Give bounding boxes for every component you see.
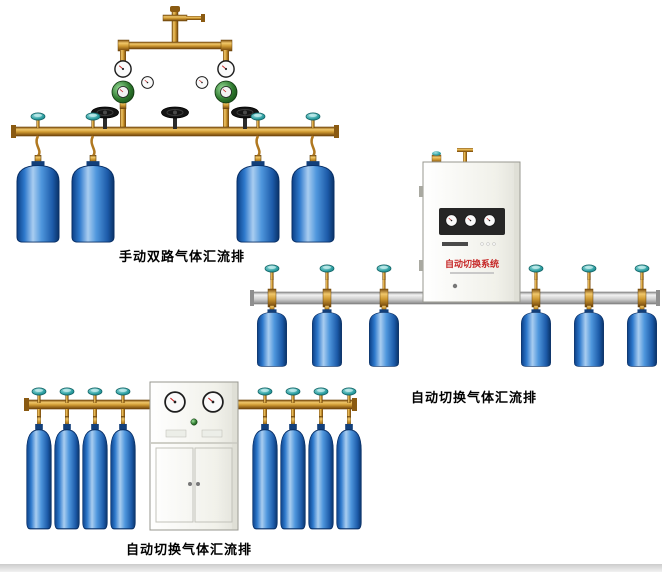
pressure-gauge	[114, 60, 132, 78]
cabinet-gauge	[483, 214, 496, 227]
gas-cylinder	[110, 416, 136, 530]
product-manual-dual-manifold	[10, 6, 340, 252]
cylinder-station	[257, 264, 287, 367]
gas-cylinder	[574, 305, 604, 367]
valve-cap	[264, 264, 280, 280]
pressure-regulator	[214, 80, 238, 110]
product-auto-switch-manifold	[18, 378, 363, 548]
door-knob	[196, 482, 200, 486]
control-cabinet	[149, 381, 239, 531]
header-pipe	[117, 39, 233, 52]
pressure-gauge-small	[141, 76, 154, 89]
label-plate	[201, 429, 223, 438]
cabinet-gauge	[164, 391, 186, 413]
valve-cap	[581, 264, 597, 280]
cabinet-door	[194, 447, 233, 523]
cylinder-station	[627, 264, 657, 367]
gas-cylinder	[627, 305, 657, 367]
cabinet-gauge	[445, 214, 458, 227]
door-knob	[188, 482, 192, 486]
gas-cylinder	[280, 416, 306, 530]
right-regulator-branch	[195, 50, 238, 128]
gas-cylinder	[54, 416, 80, 530]
valve-cap	[85, 112, 101, 128]
valve-handwheel	[161, 106, 189, 129]
cylinder-station	[369, 264, 399, 367]
gas-cylinder	[82, 416, 108, 530]
valve-cap	[634, 264, 650, 280]
valve-cap	[528, 264, 544, 280]
left-regulator-branch	[111, 50, 154, 128]
control-cabinet: 自动切换系统	[419, 161, 521, 303]
cabinet-door	[155, 447, 194, 523]
pressure-regulator	[111, 80, 135, 110]
product-caption: 自动切换气体汇流排	[125, 542, 252, 557]
valve-cap	[250, 112, 266, 128]
cabinet-sublabel-line	[450, 272, 494, 274]
cabinet-label: 自动切换系统	[445, 258, 499, 269]
product-caption: 自动切换气体汇流排	[410, 390, 537, 405]
pigtail-tubes	[35, 135, 316, 157]
cylinder-connectors	[37, 409, 351, 418]
cylinder-station	[521, 264, 551, 367]
valve-cap	[319, 264, 335, 280]
gas-cylinder	[369, 305, 399, 367]
cabinet-top-pipe	[431, 148, 473, 164]
gas-cylinder	[308, 416, 334, 530]
gas-cylinder	[336, 416, 362, 530]
gas-cylinder	[252, 416, 278, 530]
gas-cylinder	[257, 305, 287, 367]
valve-cap	[30, 112, 46, 128]
gas-cylinder	[16, 155, 60, 243]
cylinder-station	[574, 264, 604, 367]
pressure-gauge	[217, 60, 235, 78]
cabinet-gauge	[464, 214, 477, 227]
cylinder-station	[312, 264, 342, 367]
page-bottom-rule	[0, 564, 662, 572]
product-auto-switch-cabinet: 自动切换系统	[250, 148, 660, 383]
valve-cap	[376, 264, 392, 280]
supply-riser-pipe	[162, 6, 205, 47]
cabinet-hinge	[419, 260, 423, 271]
gas-cylinder	[26, 416, 52, 530]
gas-cylinder	[521, 305, 551, 367]
auto-manifold-2-illustration	[24, 381, 362, 531]
gas-cylinder	[71, 155, 115, 243]
pressure-gauge-small	[195, 76, 209, 89]
manual-manifold-illustration	[11, 6, 339, 243]
label-plate	[165, 429, 187, 438]
cabinet-hinge	[419, 186, 423, 197]
cabinet-lock	[452, 283, 458, 289]
auto-manifold-illustration: 自动切换系统	[250, 148, 660, 367]
product-caption: 手动双路气体汇流排	[118, 249, 245, 264]
indicator-light	[190, 418, 198, 426]
gas-cylinder	[312, 305, 342, 367]
valve-cap	[305, 112, 321, 128]
cabinet-gauge	[202, 391, 224, 413]
vent-slot	[442, 242, 468, 246]
